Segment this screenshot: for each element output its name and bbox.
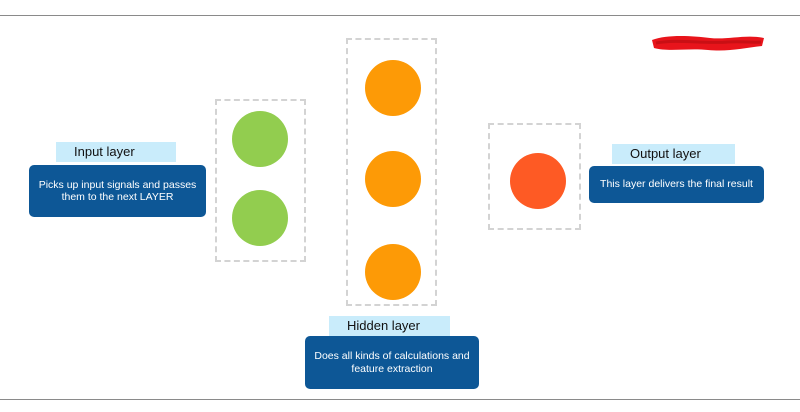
input-layer-box [215, 99, 306, 262]
hidden-layer-description: Does all kinds of calculations and featu… [305, 336, 479, 389]
hidden-node [365, 244, 421, 300]
top-border-line [0, 15, 800, 16]
output-layer-box [488, 123, 581, 230]
hidden-node [365, 60, 421, 116]
hidden-node [365, 151, 421, 207]
redaction-scribble [652, 36, 764, 51]
input-node [232, 190, 288, 246]
output-layer-description: This layer delivers the final result [589, 166, 764, 203]
hidden-layer-box [346, 38, 437, 306]
input-layer-title: Input layer [56, 142, 176, 162]
input-node [232, 111, 288, 167]
bottom-border-line [0, 399, 800, 400]
hidden-layer-title: Hidden layer [329, 316, 450, 336]
output-layer-title: Output layer [612, 144, 735, 164]
output-node [510, 153, 566, 209]
input-layer-description: Picks up input signals and passes them t… [29, 165, 206, 217]
